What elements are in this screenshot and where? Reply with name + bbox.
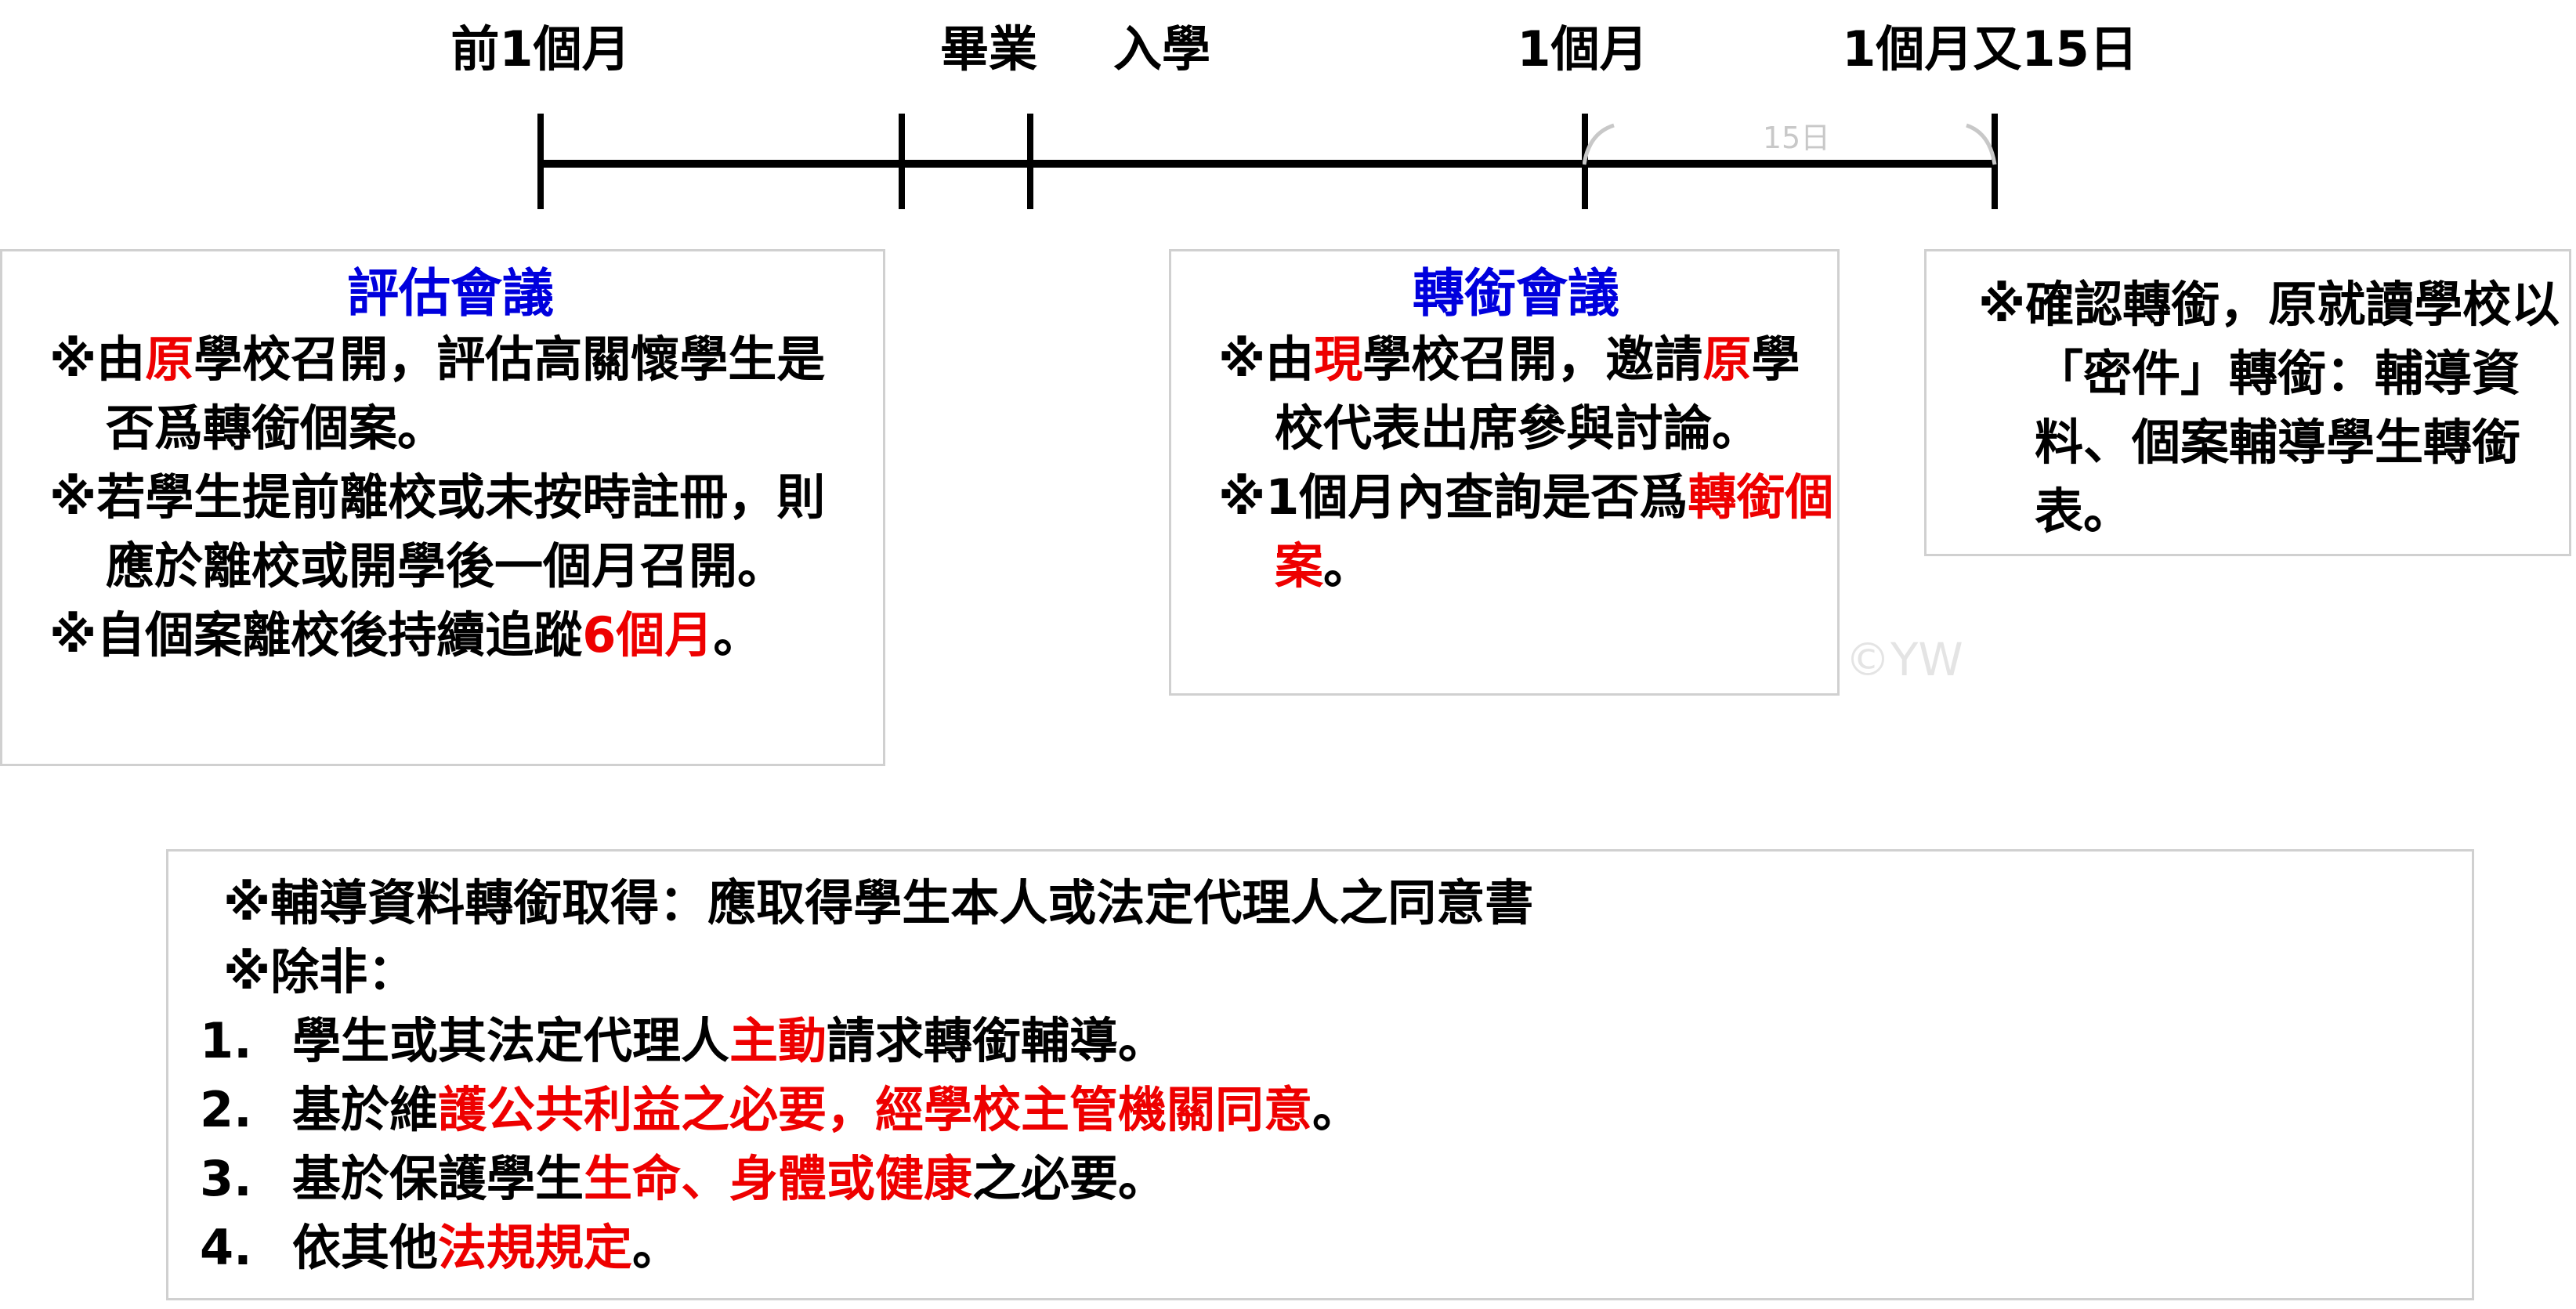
evaluation-meeting-title: 評估會議	[347, 263, 554, 324]
tick-enrollment	[1027, 114, 1033, 209]
timeline-axis	[541, 160, 1997, 168]
transition-item-1: ※由現學校召開，邀請原學校代表出席參與討論。	[1218, 331, 1800, 457]
consent-line-1: ※輔導資料轉銜取得：應取得學生本人或法定代理人之同意書	[223, 874, 1534, 931]
bracket-label-15-days: 15日	[1762, 121, 1831, 155]
exception-item-4: 4.依其他法規規定。	[200, 1219, 682, 1276]
exception-item-3: 3.基於保護學生生命、身體或健康之必要。	[200, 1150, 1167, 1207]
evaluation-item-1: ※由原學校召開，評估高關懷學生是否爲轉銜個案。	[49, 331, 826, 457]
tick-label-enrollment: 入學	[1113, 20, 1211, 78]
confirm-transfer-text: ※確認轉銜，原就讀學校以「密件」轉銜：輔導資料、個案輔導學生轉銜表。	[1978, 276, 2560, 540]
exception-item-2: 2.基於維護公共利益之必要，經學校主管機關同意。	[200, 1081, 1362, 1138]
transition-meeting-title: 轉銜會議	[1413, 263, 1619, 324]
evaluation-meeting-box: 評估會議 ※由原學校召開，評估高關懷學生是否爲轉銜個案。 ※若學生提前離校或未按…	[0, 249, 885, 766]
tick-label-before-1-month: 前1個月	[450, 20, 631, 78]
tick-label-1-month-15-days: 1個月又15日	[1842, 20, 2138, 78]
consent-box: ※輔導資料轉銜取得：應取得學生本人或法定代理人之同意書 ※除非： 1.學生或其法…	[166, 849, 2474, 1300]
tick-label-1-month: 1個月	[1517, 20, 1648, 78]
tick-graduation	[899, 114, 905, 209]
transition-item-2: ※1個月內查詢是否爲轉銜個案。	[1218, 468, 1834, 595]
tick-before-1-month	[537, 114, 544, 209]
transition-meeting-box: 轉銜會議 ※由現學校召開，邀請原學校代表出席參與討論。 ※1個月內查詢是否爲轉銜…	[1169, 249, 1840, 696]
tick-label-graduation: 畢業	[939, 20, 1038, 78]
evaluation-item-2: ※若學生提前離校或未按時註冊，則應於離校或開學後一個月召開。	[49, 468, 826, 595]
consent-line-2: ※除非：	[223, 943, 417, 1000]
confirm-transfer-box: ※確認轉銜，原就讀學校以「密件」轉銜：輔導資料、個案輔導學生轉銜表。	[1924, 249, 2571, 556]
evaluation-item-3: ※自個案離校後持續追蹤6個月。	[49, 606, 762, 664]
exception-item-1: 1.學生或其法定代理人主動請求轉銜輔導。	[200, 1012, 1167, 1069]
15-day-bracket-icon	[1583, 123, 1997, 165]
watermark: ©YW	[1845, 633, 1963, 686]
